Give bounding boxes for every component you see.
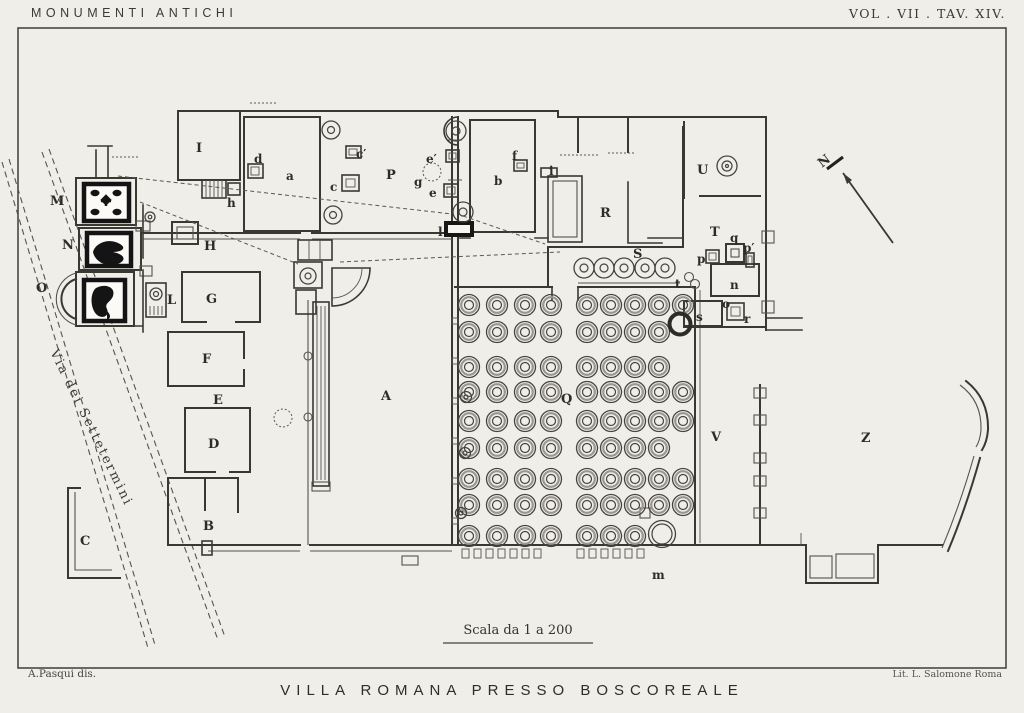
- room-label-N: N: [62, 238, 74, 253]
- room-label-c-prime: c′: [356, 147, 366, 161]
- room-label-G: G: [206, 292, 217, 307]
- room-label-A: A: [380, 389, 392, 404]
- room-label-f: f: [512, 149, 518, 163]
- room-label-p-prime: p′: [743, 241, 755, 255]
- room-label-T: T: [710, 225, 720, 240]
- amphora-ticks: [461, 548, 645, 559]
- room-label-a: a: [286, 169, 294, 183]
- room-label-R: R: [600, 206, 611, 221]
- room-label-b: b: [494, 174, 502, 188]
- room-label-M: M: [50, 194, 64, 209]
- room-label-C: C: [80, 534, 90, 549]
- room-label-I: I: [196, 141, 202, 156]
- lithographer-credit: Lit. L. Salomone Roma: [892, 669, 1002, 680]
- bath-mosaics: [81, 181, 134, 324]
- room-label-e-prime: e′: [426, 152, 437, 166]
- room-label-P: P: [386, 168, 396, 183]
- circular-features: [144, 116, 738, 519]
- room-label-V: V: [710, 430, 722, 445]
- room-label-r: r: [744, 312, 751, 326]
- room-label-S: S: [633, 247, 642, 262]
- draughtsman-credit: A.Pasqui dis.: [28, 668, 97, 680]
- dolia-grid: [454, 257, 695, 549]
- survey-lines: [112, 102, 636, 265]
- room-label-m: m: [652, 568, 665, 582]
- room-label-H: H: [204, 239, 216, 254]
- room-labels-layer: I M N O H L G F E D B C A P R U Q S T V Za b c c′ d e e′ f g h i l m no p p…: [36, 141, 871, 582]
- room-label-c: c: [330, 180, 337, 194]
- room-label-n: n: [730, 278, 739, 292]
- room-label-d: d: [254, 152, 263, 166]
- room-label-E: E: [213, 393, 223, 408]
- room-label-B: B: [203, 519, 214, 534]
- walls-layer: [55, 110, 990, 584]
- room-label-O: O: [36, 281, 47, 296]
- road-lines: [1, 148, 226, 649]
- plate-caption: VILLA ROMANA PRESSO BOSCOREALE: [280, 682, 744, 699]
- room-label-e: e: [429, 186, 437, 200]
- room-label-i: i: [549, 164, 554, 178]
- series-title: MONUMENTI ANTICHI: [31, 6, 238, 20]
- room-label-h: h: [227, 196, 236, 210]
- room-label-L: L: [167, 293, 176, 308]
- room-label-D: D: [208, 437, 219, 452]
- north-label: N: [815, 152, 834, 171]
- room-label-U: U: [697, 163, 709, 178]
- room-label-t: t: [675, 277, 681, 291]
- room-label-p: p: [697, 252, 705, 266]
- room-label-s: s: [696, 310, 703, 324]
- room-label-Q: Q: [561, 392, 572, 407]
- north-arrow: N: [815, 152, 894, 244]
- room-label-F: F: [202, 352, 212, 367]
- room-label-g: g: [414, 175, 423, 189]
- room-label-Z: Z: [861, 431, 871, 446]
- room-label-l: l: [438, 225, 443, 239]
- volume-plate-number: VOL . VII . TAV. XIV.: [848, 6, 1006, 21]
- room-label-o: o: [722, 297, 730, 311]
- scale-label: Scala da 1 a 200: [463, 623, 572, 638]
- scale-bar: Scala da 1 a 200: [443, 623, 593, 644]
- room-label-q: q: [730, 231, 739, 245]
- plate-border: [17, 27, 1007, 669]
- road-label: Via dei Settetermini: [46, 346, 135, 508]
